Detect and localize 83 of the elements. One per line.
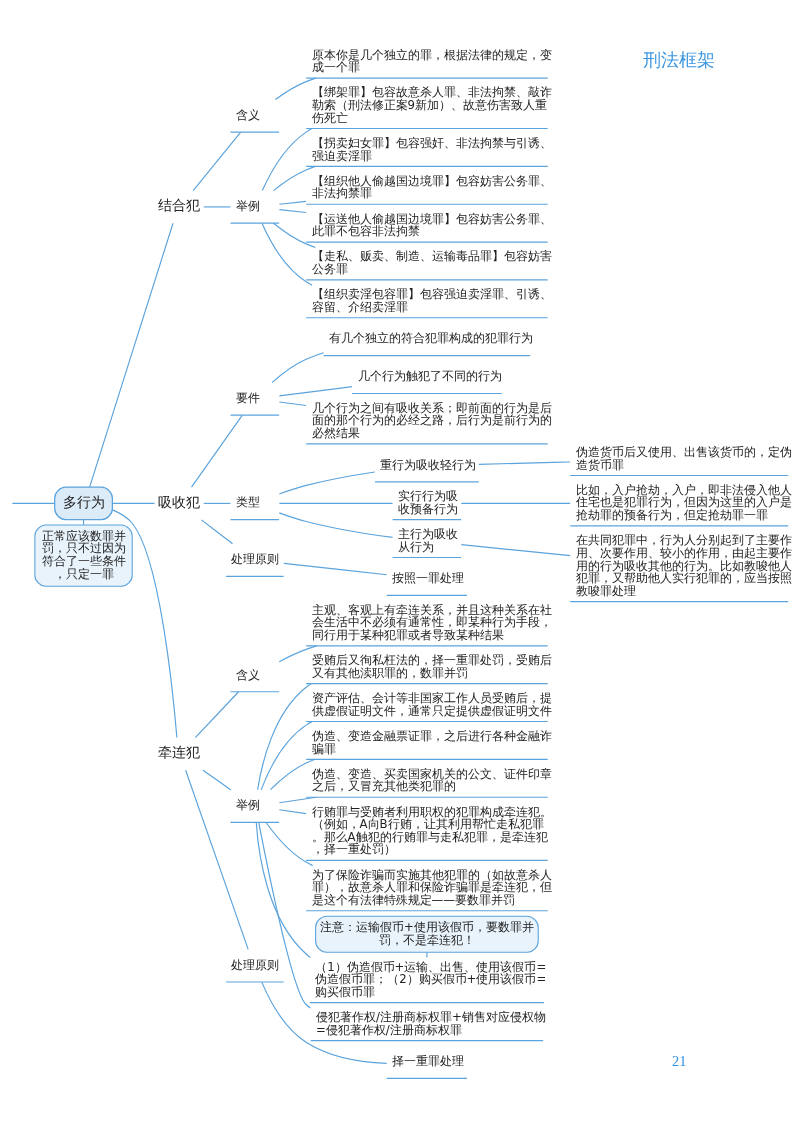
- connector: [478, 461, 571, 465]
- connector: [278, 208, 307, 214]
- connector: [278, 471, 376, 495]
- node-text: 处理原则: [231, 552, 280, 567]
- connector: [460, 502, 571, 504]
- node-text: 伪造、变造金融票证罪，之后进行各种金融诈骗罪: [311, 728, 552, 756]
- connector: [271, 352, 325, 384]
- connector: [278, 502, 394, 504]
- node-text: 资产评估、会计等非国家工作人员受贿后，提供虚假证明文件，通常只定提供虚假证明文件: [311, 691, 552, 718]
- node-text: 类型: [235, 495, 260, 510]
- node-text: 含义: [235, 107, 260, 122]
- connector: [460, 544, 571, 557]
- node-text: 原本你是几个独立的罪，根据法律的规定，变成一个罪: [311, 47, 552, 75]
- node-text: 实行行为吸收预备行为: [398, 489, 459, 516]
- node-text: 要件: [235, 390, 260, 405]
- node-text: 主观、客观上有牵连关系，并且这种关系在社会生活中不必须有通常性，即某种行为手段，同行用于某种犯罪或者导致某种结果: [311, 602, 552, 642]
- connector: [260, 721, 313, 791]
- node-text: 行贿罪与受贿者利用职权的犯罪构成牵连犯。（例如，A向B行贿，让其利用帮忙走私犯罪。那么A触犯的行贿罪与走私犯罪，是牵连犯，择一重处罚）: [311, 804, 552, 857]
- connector: [269, 758, 315, 791]
- connector: [257, 683, 312, 791]
- connector: [200, 519, 234, 545]
- connector: [278, 200, 307, 205]
- node-text: 伪造货币后又使用、出售该货币的，定伪造货币罪: [575, 445, 792, 472]
- connector: [255, 822, 311, 959]
- node-text: 【组织他人偷越国边境罪】包容妨害公务罪、非法拘禁罪: [311, 173, 552, 201]
- node-text: 【走私、贩卖、制造、运输毒品罪】包容妨害公务罪: [311, 249, 552, 277]
- connector: [192, 131, 242, 192]
- node-text: 受贿后又徇私枉法的，择一重罪处罚，受贿后又有其他渎职罪的，数罪并罚: [311, 653, 552, 680]
- node-box: 正常应该数罪并罚，只不过因为符合了一些条件，只定一罪: [34, 524, 133, 587]
- node-text: 【绑架罪】包容故意杀人罪、非法拘禁、敲诈勒索（刑法修正案9新加）、故意伤害致人重伤死亡: [311, 85, 552, 125]
- node-text: 几个行为之间有吸收关系；即前面的行为是后面的那个行为的必经之路，后行为是前行为的必然结果: [311, 400, 552, 441]
- node-text: 含义: [235, 667, 260, 682]
- label: 刑法框架: [643, 50, 716, 71]
- connector: [278, 512, 394, 538]
- node-text: 比如，入户抢劫，入户，即非法侵入他人住宅也是犯罪行为，但因为这里的入户是抢劫罪的预备行为，但定抢劫罪一罪: [575, 482, 792, 523]
- node-text: 几个行为触犯了不同的行为: [357, 369, 502, 384]
- connector: [190, 414, 243, 488]
- connector: [278, 386, 353, 397]
- connector: [112, 502, 156, 504]
- node-text: 举例: [235, 198, 260, 213]
- node-text: 为了保险诈骗而实施其他犯罪的（如故意杀人罪），故意杀人罪和保险诈骗罪是牵连犯，但是这个有法律特殊规定——要数罪并罚: [311, 867, 552, 907]
- connector: [194, 691, 240, 739]
- node-text: 吸收犯: [158, 493, 201, 510]
- connector: [278, 796, 318, 804]
- connector: [426, 951, 428, 959]
- connector: [265, 821, 314, 867]
- connector: [11, 502, 55, 504]
- node-text: 择一重罪处理: [392, 1054, 465, 1069]
- connector: [111, 509, 178, 739]
- node-text: 主行为吸收从行为: [398, 527, 459, 554]
- connector: [202, 769, 232, 791]
- node-text: 在共同犯罪中，行为人分别起到了主要作用、次要作用、较小的作用，由起主要作用的行为吸收其他的行为。比如教唆他人犯罪，又帮助他人实行犯罪的，应当按照教唆罪处理: [575, 533, 792, 598]
- node-text: 有几个独立的符合犯罪构成的犯罪行为: [329, 331, 534, 346]
- connector: [89, 222, 174, 488]
- connector: [273, 222, 316, 248]
- connector: [278, 645, 318, 663]
- connector: [273, 165, 316, 192]
- connector: [203, 206, 231, 208]
- node-text: 处理原则: [231, 957, 280, 972]
- connector: [185, 769, 249, 950]
- connector: [261, 127, 313, 192]
- node-text: 伪造、变造、买卖国家机关的公文、证件印章之后，又冒充其他类犯罪的: [311, 766, 552, 794]
- node-text: 举例: [235, 798, 260, 813]
- node-box: 注意：运输假币+使用该假币，要数罪并罚，不是牵连犯！: [315, 915, 539, 953]
- node-text: 按照一罪处理: [392, 571, 465, 586]
- label: 21: [672, 1052, 687, 1069]
- connector: [278, 401, 307, 407]
- node-text: 重行为吸收轻行为: [380, 457, 477, 472]
- connector: [261, 981, 388, 1065]
- connector: [203, 502, 231, 504]
- node-text: 牵连犯: [158, 744, 201, 761]
- node-text: 【拐卖妇女罪】包容强奸、非法拘禁与引诱、强迫卖淫罪: [311, 135, 552, 163]
- node-text: 【运送他人偷越国边境罪】包容妨害公务罪、此罪不包容非法拘禁: [311, 211, 552, 239]
- connector: [278, 809, 307, 815]
- node-text: 【组织卖淫包容罪】包容强迫卖淫罪、引诱、容留、介绍卖淫罪: [311, 287, 552, 314]
- connector: [261, 222, 313, 286]
- node-box: 多行为: [54, 486, 113, 521]
- connector: [283, 562, 388, 576]
- connector: [258, 821, 312, 1009]
- node-text: 结合犯: [158, 197, 201, 214]
- node-text: （1）伪造假币+运输、出售、使用该假币=伪造假币罪；（2）购买假币+使用该假币=购买假币罪: [315, 959, 547, 999]
- connector: [274, 77, 317, 101]
- node-text: 侵犯著作权/注册商标权罪+销售对应侵权物=侵犯著作权/注册商标权罪: [316, 1010, 546, 1037]
